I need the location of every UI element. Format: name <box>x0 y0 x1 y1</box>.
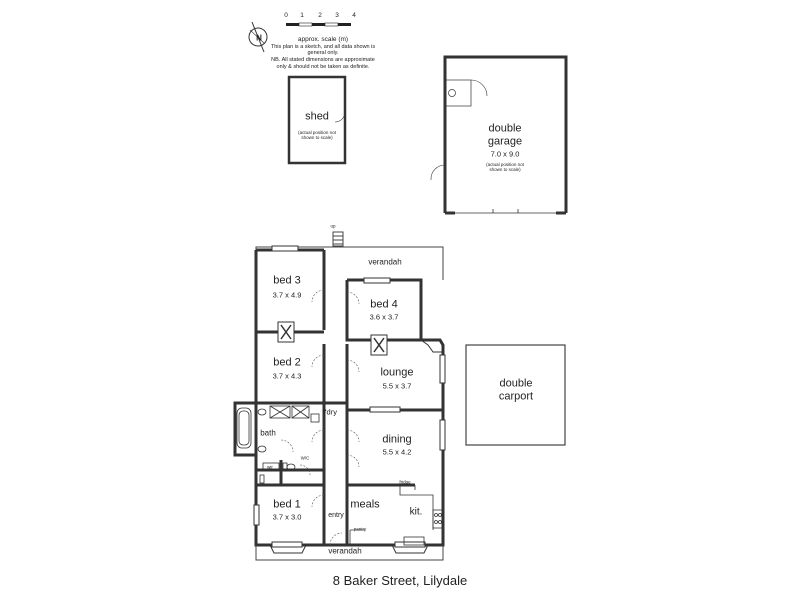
garage-dimensions: 7.0 x 9.0 <box>490 149 520 159</box>
shed-outline <box>287 75 347 165</box>
shed-label: shed <box>305 110 329 123</box>
north-label: N <box>256 33 262 43</box>
bed3-label: bed 3 <box>273 274 301 287</box>
door-swings <box>280 289 360 546</box>
bed1-dimensions: 3.7 x 3.0 <box>272 512 302 522</box>
garage-note: (actual position not shown to scale) <box>486 161 524 172</box>
fdry-label: f'dry <box>323 407 337 417</box>
wir-label: wir <box>267 464 273 470</box>
verandah-outline <box>255 231 444 561</box>
north-compass-icon <box>248 21 268 53</box>
vanity-icon <box>257 405 320 453</box>
kitchen-bench <box>349 484 444 546</box>
house-walls <box>233 248 445 547</box>
bed4-label: bed 4 <box>370 298 398 311</box>
bay-windows <box>269 339 443 554</box>
garage-label: garage <box>487 135 523 148</box>
stairs-up-label: up <box>330 223 336 229</box>
windows <box>240 245 446 548</box>
entry-label: entry <box>328 511 344 519</box>
scale-label: approx. scale (m) <box>297 36 349 43</box>
dimension-disclaimer: NB. All stated dimensions are approximat… <box>271 56 375 70</box>
garage-outline <box>430 55 568 215</box>
scale-notes: approx. scale (m) This plan is a sketch,… <box>268 36 378 70</box>
scale-number: 2 <box>318 12 322 19</box>
carport-outline <box>465 344 566 446</box>
dining-dimensions: 5.5 x 4.2 <box>382 447 412 457</box>
carport-label: double <box>499 377 533 390</box>
bathtub-icon <box>236 407 252 449</box>
toilet-icon <box>259 462 296 484</box>
shed-note: (actual position not shown to scale) <box>298 129 336 140</box>
scale-number: 0 <box>284 12 288 19</box>
scale-number: 1 <box>300 12 304 19</box>
bath-label: bath <box>260 428 276 438</box>
scale-bar <box>286 22 351 27</box>
bed2-dimensions: 3.7 x 4.3 <box>272 371 302 381</box>
bed1-label: bed 1 <box>273 498 301 511</box>
meals-label: meals <box>350 498 380 511</box>
bed3-dimensions: 3.7 x 4.9 <box>272 290 302 300</box>
verandah-label: verandah <box>328 546 362 556</box>
property-address: 8 Baker Street, Lilydale <box>332 573 468 588</box>
carport-label: carport <box>498 390 534 403</box>
lounge-label: lounge <box>380 366 414 379</box>
bed2-label: bed 2 <box>273 356 301 369</box>
scale-disclaimer: This plan is a sketch, and all data show… <box>270 43 376 57</box>
verandah-label: verandah <box>368 257 402 267</box>
lounge-dimensions: 5.5 x 3.7 <box>382 381 412 391</box>
bed4-dimensions: 3.6 x 3.7 <box>369 312 399 322</box>
scale-number: 3 <box>335 12 339 19</box>
pantry-label: pantry <box>353 526 367 532</box>
scale-number: 4 <box>352 12 356 19</box>
wc-label: W/C <box>300 455 310 461</box>
dining-label: dining <box>382 433 412 446</box>
kitchen-label: kit. <box>409 506 423 518</box>
fireplace-icon <box>277 321 388 356</box>
fridge-label: fridge <box>399 479 411 485</box>
garage-label: double <box>488 122 522 135</box>
